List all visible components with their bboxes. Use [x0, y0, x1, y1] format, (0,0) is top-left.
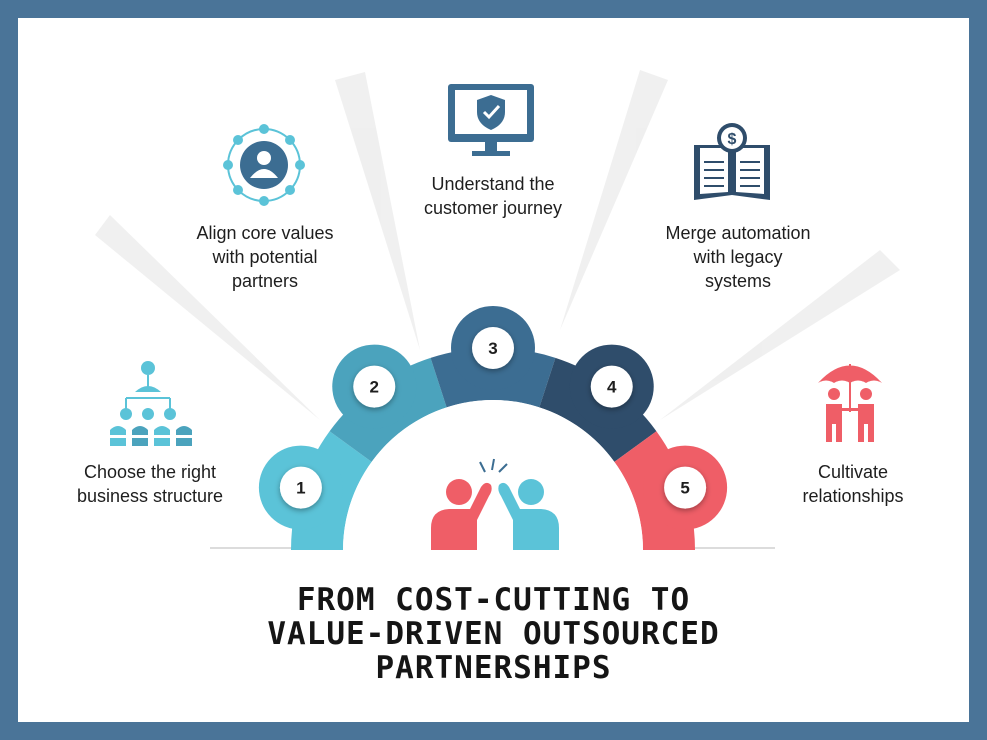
step-4-label: Merge automation with legacy systems [665, 223, 811, 291]
baseline-cover [200, 550, 790, 580]
step-5-number: 5 [680, 479, 689, 498]
step-5-badge [664, 466, 707, 509]
high-five-icon [431, 458, 559, 550]
step-1-badge [279, 466, 322, 509]
umbrella-people-icon [818, 364, 882, 442]
step-3-number: 3 [488, 339, 497, 358]
network-person-icon [223, 124, 305, 206]
org-chart-icon [108, 361, 194, 446]
step-2-number: 2 [370, 378, 379, 397]
light-rays [95, 70, 900, 420]
step-3-badge [472, 327, 514, 369]
step-2-badge [353, 365, 396, 408]
inner-disc [343, 400, 643, 550]
title-line-2: VALUE-DRIVEN OUTSOURCED [267, 616, 720, 652]
segment-ring: 1 2 3 4 5 [200, 306, 790, 580]
svg-text:$: $ [728, 131, 737, 148]
step-1-label: Choose the right business structure [76, 462, 224, 506]
step-3-label: Understand the customer journey [423, 174, 563, 218]
step-1-number: 1 [296, 479, 305, 498]
step-4-badge [590, 365, 633, 408]
ledger-dollar-icon: $ [694, 123, 770, 200]
step-2-label: Align core values with potential partner… [196, 223, 334, 291]
step-4-number: 4 [607, 378, 617, 397]
step-5-label: Cultivate relationships [802, 462, 904, 506]
monitor-shield-icon [448, 84, 534, 156]
title-line-1: FROM COST-CUTTING TO [296, 582, 691, 618]
title-line-3: PARTNERSHIPS [375, 650, 612, 686]
